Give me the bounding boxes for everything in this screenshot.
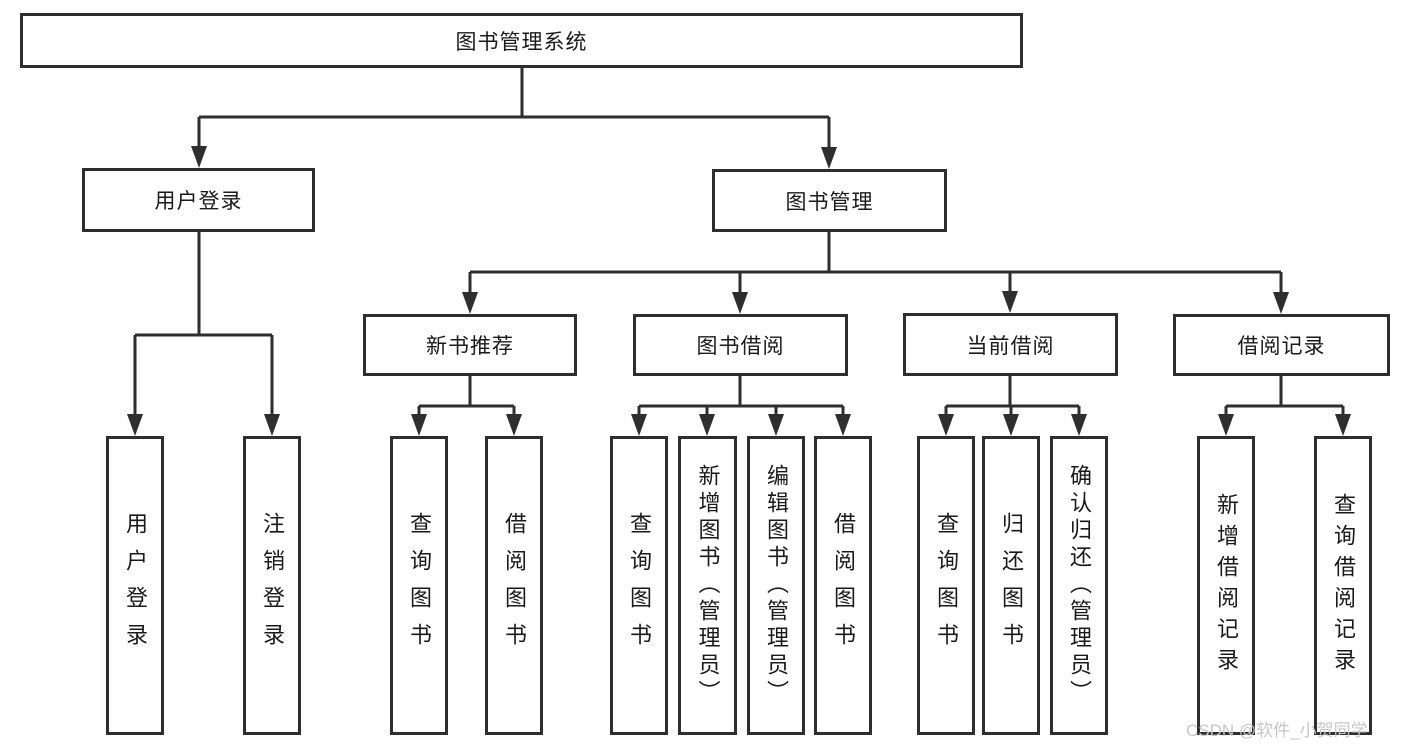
node-root: 图书管理系统 bbox=[20, 13, 1023, 68]
node-new-book-recommend: 新书推荐 bbox=[363, 314, 577, 376]
leaf-recommend-query-books-label: 查询图书 bbox=[407, 511, 432, 660]
leaf-borrow-borrow-books: 借阅图书 bbox=[814, 436, 872, 735]
node-book-borrow-label: 图书借阅 bbox=[696, 335, 785, 358]
node-book-management: 图书管理 bbox=[712, 169, 947, 232]
leaf-borrow-edit-books-admin: 编辑图书（管理员） bbox=[747, 436, 805, 735]
leaf-current-confirm-return-admin: 确认归还（管理员） bbox=[1050, 436, 1108, 735]
csdn-watermark: CSDN @软件_小贺同学 bbox=[1186, 721, 1368, 740]
node-new-book-recommend-label: 新书推荐 bbox=[426, 335, 514, 358]
leaf-borrow-add-books-admin-label: 新增图书（管理员） bbox=[695, 464, 721, 707]
node-current-borrow: 当前借阅 bbox=[903, 313, 1118, 376]
leaf-borrow-edit-books-admin-label: 编辑图书（管理员） bbox=[764, 464, 789, 707]
node-user-login-label: 用户登录 bbox=[154, 190, 243, 213]
arrowheads bbox=[127, 146, 1351, 436]
leaf-current-return-books-label: 归还图书 bbox=[999, 511, 1024, 660]
node-user-login: 用户登录 bbox=[82, 168, 315, 232]
leaf-borrow-query-books: 查询图书 bbox=[610, 436, 668, 735]
node-borrow-records-label: 借阅记录 bbox=[1237, 335, 1326, 358]
leaf-current-confirm-return-admin-label: 确认归还（管理员） bbox=[1067, 464, 1092, 707]
leaf-records-add: 新增借阅记录 bbox=[1197, 436, 1255, 735]
leaf-records-query-label: 查询借阅记录 bbox=[1331, 492, 1356, 679]
leaf-borrow-borrow-books-label: 借阅图书 bbox=[831, 511, 856, 660]
leaf-user-login: 用户登录 bbox=[106, 436, 164, 735]
node-current-borrow-label: 当前借阅 bbox=[966, 334, 1055, 358]
leaf-current-query-books-label: 查询图书 bbox=[934, 511, 959, 660]
leaf-records-query: 查询借阅记录 bbox=[1314, 436, 1372, 735]
leaf-logout-label: 注销登录 bbox=[260, 511, 285, 660]
node-book-management-label: 图书管理 bbox=[785, 190, 874, 214]
leaf-current-query-books: 查询图书 bbox=[917, 436, 975, 735]
leaf-user-login-label: 用户登录 bbox=[123, 511, 148, 660]
node-root-label: 图书管理系统 bbox=[455, 30, 588, 54]
node-borrow-records: 借阅记录 bbox=[1173, 314, 1390, 376]
leaf-logout: 注销登录 bbox=[243, 436, 301, 735]
leaf-recommend-borrow-books-label: 借阅图书 bbox=[502, 511, 527, 660]
leaf-recommend-borrow-books: 借阅图书 bbox=[485, 436, 543, 735]
leaf-borrow-query-books-label: 查询图书 bbox=[627, 511, 652, 660]
leaf-current-return-books: 归还图书 bbox=[982, 436, 1040, 735]
leaf-recommend-query-books: 查询图书 bbox=[390, 436, 448, 735]
leaf-records-add-label: 新增借阅记录 bbox=[1214, 492, 1239, 679]
leaf-borrow-add-books-admin: 新增图书（管理员） bbox=[678, 436, 737, 735]
node-book-borrow: 图书借阅 bbox=[633, 314, 848, 376]
